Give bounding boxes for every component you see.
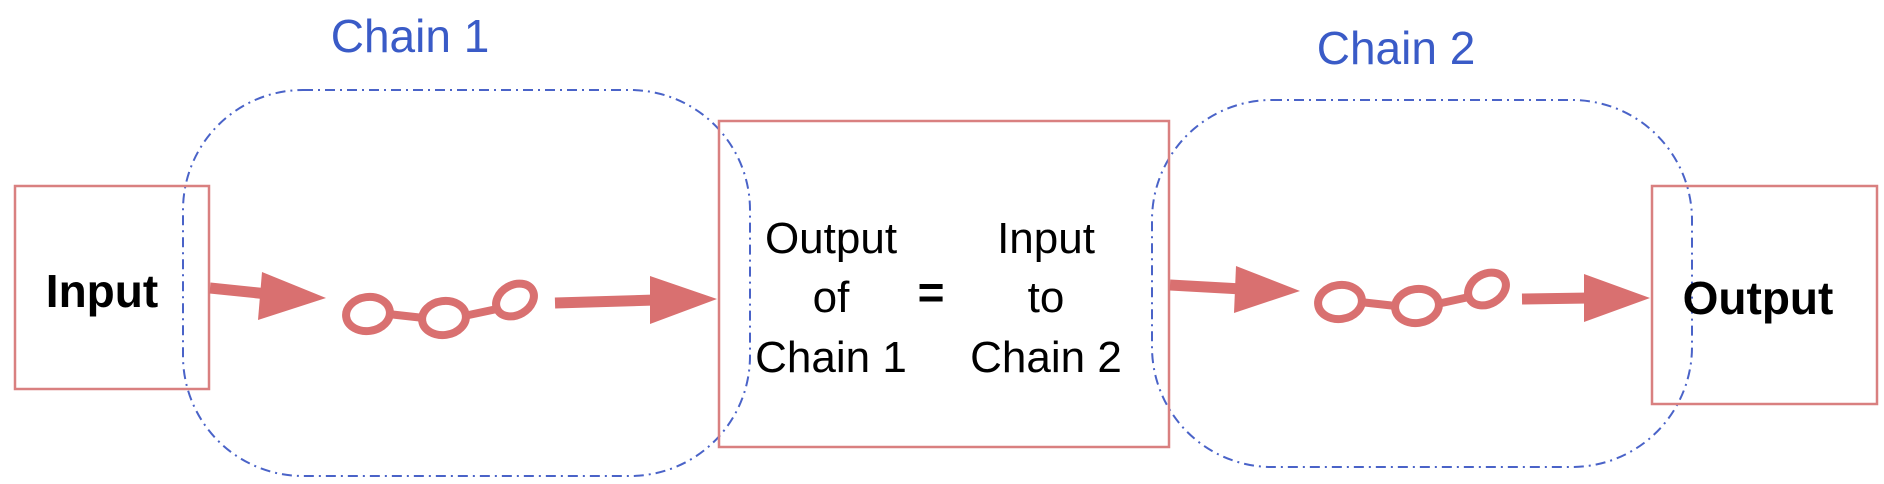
middle-box <box>717 119 1171 449</box>
arrow-chain2-to-output <box>1521 274 1650 322</box>
middle-left-line-1: Output <box>765 214 897 263</box>
middle-right-line-3: Chain 2 <box>970 333 1122 382</box>
arrow-input-to-chain1 <box>209 272 326 320</box>
equals-sign: = <box>918 266 945 318</box>
input-label: Input <box>46 265 158 317</box>
arrow-chain1-to-middle <box>554 276 717 324</box>
middle-left-line-2: of <box>813 273 850 322</box>
chain2-title: Chain 2 <box>1317 22 1476 74</box>
arrow-middle-to-chain2 <box>1169 266 1300 313</box>
output-label: Output <box>1683 272 1834 324</box>
input-box <box>13 184 211 391</box>
middle-right-line-1: Input <box>997 214 1095 263</box>
output-box <box>1650 184 1879 406</box>
chain1-group-outline <box>182 89 751 477</box>
chain1-title: Chain 1 <box>331 10 490 62</box>
chain1-link-icon <box>342 279 538 340</box>
chain2-group-outline <box>1151 99 1693 468</box>
middle-right-line-2: to <box>1028 273 1065 322</box>
chain2-link-icon <box>1314 268 1510 328</box>
middle-left-line-3: Chain 1 <box>755 333 907 382</box>
